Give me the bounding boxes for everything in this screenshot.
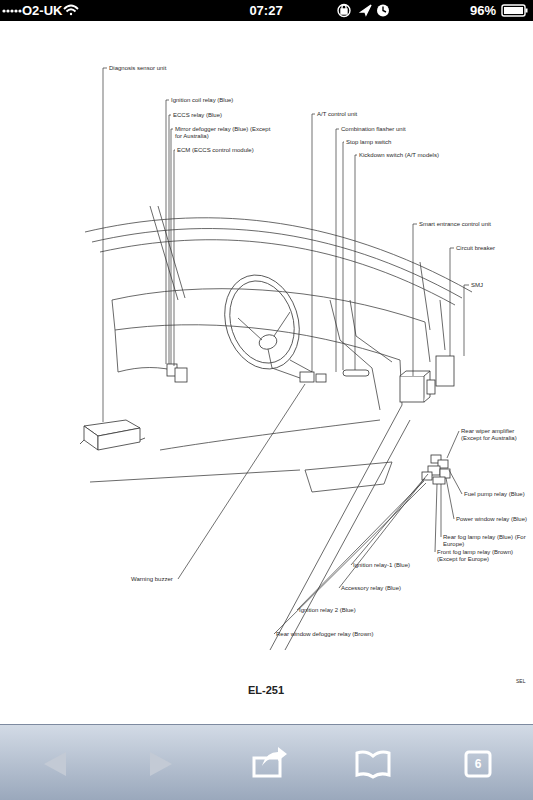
battery-percent: 96% [470,3,496,19]
part-label: Rear window defogger relay (Brown) [276,631,373,638]
part-label: Diagnosis sensor unit [109,65,166,72]
toolbar-icons [44,747,490,777]
part-label: Kickdown switch (A/T models) [359,152,439,159]
status-bar [0,0,533,21]
tab-count: 6 [475,757,482,771]
part-label: Ignition relay-1 (Blue) [353,562,410,569]
toolbar-edge [0,724,533,725]
part-label: Ignition relay 2 (Blue) [299,607,356,614]
figure-code: SEL [516,678,525,684]
signal-dots [2,9,21,12]
part-label: ECCS relay (Blue) [173,112,222,119]
wifi-icon [64,6,78,16]
part-label: A/T control unit [317,111,357,118]
part-label: Front fog lamp relay (Brown) (Except for… [437,549,529,563]
part-label: Ignition coil relay (Blue) [171,97,233,104]
part-label: Rear wiper amplifier (Except for Austral… [461,428,529,442]
carrier-name: O2-UK [22,3,62,19]
page-number: EL-251 [248,684,284,697]
part-label: Accessory relay (Blue) [341,585,401,592]
part-label: Smart entrance control unit [419,221,491,228]
clock-time: 07:27 [249,3,282,19]
browser-toolbar [0,724,533,800]
part-label: Mirror defogger relay (Blue) (Except for… [175,126,275,140]
part-label: Fuel pump relay (Blue) [464,491,525,498]
part-label: Rear fog lamp relay (Blue) (For Europe) [443,534,527,548]
part-label: Stop lamp switch [346,139,391,146]
part-label: Warning buzzer [131,576,173,583]
status-icons [338,5,528,17]
part-label: Circuit breaker [456,245,495,252]
dashboard-drawing [85,206,472,650]
components [80,356,454,484]
part-label: ECM (ECCS control module) [177,147,254,154]
part-label: SMJ [471,282,483,289]
part-label: Power window relay (Blue) [456,516,527,523]
part-label: Combination flasher unit [341,126,406,133]
leader-lines [103,68,469,634]
